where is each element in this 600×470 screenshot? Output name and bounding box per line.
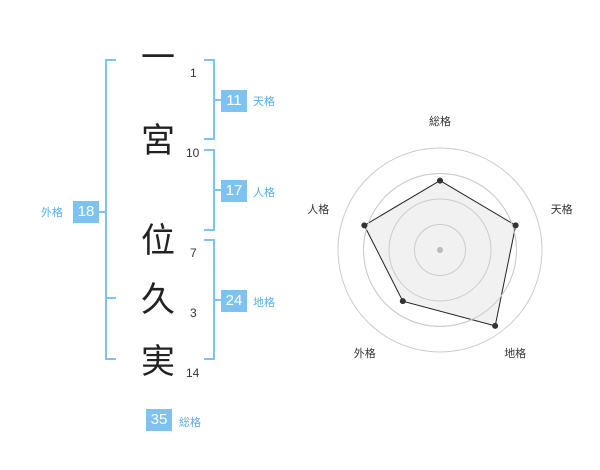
radar-point-3	[492, 322, 499, 329]
radar-series-polygon	[363, 180, 517, 327]
radar-point-1	[437, 177, 443, 184]
radar-axis-label-1: 総格	[429, 115, 451, 128]
stroke-count-5: 14	[186, 366, 200, 380]
jinkaku-label: 人格	[253, 186, 275, 199]
radar-point-5	[361, 222, 368, 229]
stroke-count-2: 10	[186, 146, 200, 160]
radar-axis-label-5: 人格	[307, 203, 330, 217]
chikaku-label: 地格	[253, 296, 275, 309]
name-char-5: 実	[141, 342, 175, 382]
gaikaku-value: 18	[73, 201, 99, 223]
gaikaku-label: 外格	[41, 206, 63, 219]
radar-point-2	[512, 222, 519, 229]
tenkaku-value: 11	[221, 90, 247, 112]
tenkaku-label: 天格	[253, 95, 275, 108]
name-char-1: 一	[141, 38, 175, 78]
radar-axis-label-3: 地格	[504, 346, 527, 360]
stroke-count-3: 7	[190, 246, 197, 260]
radar-center-dot	[437, 247, 443, 253]
soukaku-value: 35	[146, 409, 172, 431]
chikaku-value: 24	[221, 290, 247, 312]
stroke-count-4: 3	[190, 306, 197, 320]
stroke-count-1: 1	[190, 66, 197, 80]
jinkaku-value: 17	[221, 180, 247, 202]
soukaku-label: 総格	[179, 416, 201, 429]
radar-axis-label-4: 外格	[353, 346, 376, 360]
radar-point-4	[399, 298, 406, 305]
radar-ring-overlay	[388, 198, 492, 302]
name-char-3: 位	[141, 221, 175, 261]
radar-axis-label-2: 天格	[550, 203, 573, 217]
name-char-2: 宮	[141, 121, 175, 161]
name-char-4: 久	[141, 280, 175, 320]
radar-ring-overlay	[363, 173, 517, 327]
radar-ring-overlay	[414, 224, 466, 276]
